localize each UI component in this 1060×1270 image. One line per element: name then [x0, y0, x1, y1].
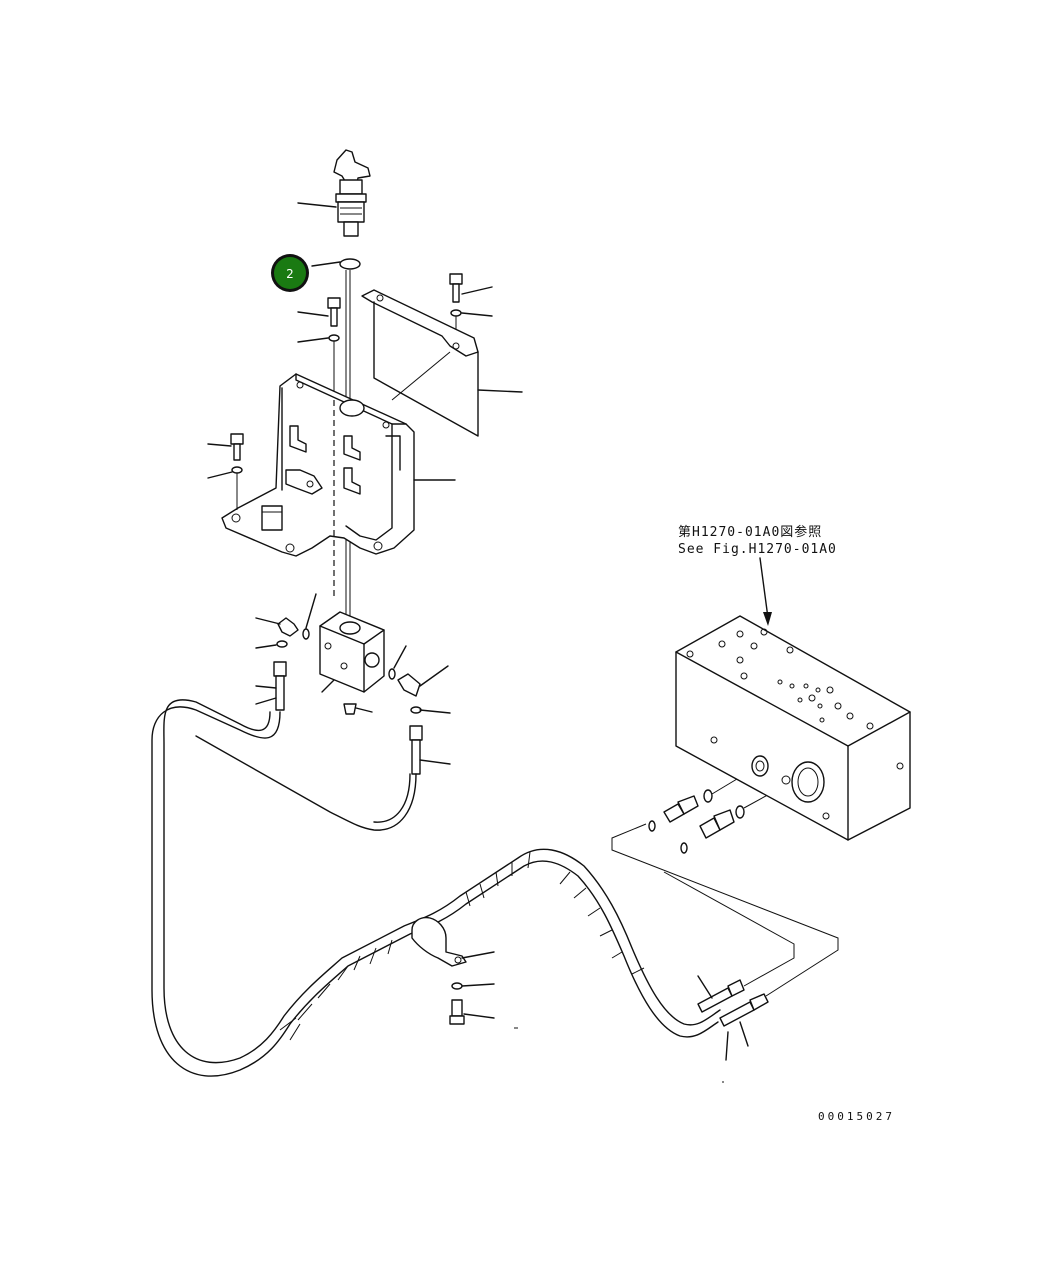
elbow-fitting — [397, 673, 421, 697]
hose-end — [697, 979, 745, 1013]
bolt — [449, 999, 465, 1025]
valve-knob — [333, 149, 371, 237]
bracket-plate — [361, 289, 523, 437]
elbow-fitting — [277, 617, 299, 637]
washer — [231, 466, 243, 474]
bolt — [230, 433, 244, 461]
reference-note: 第H1270-01A0図参照 See Fig.H1270-01A0 — [678, 524, 837, 626]
reference-note-japanese: 第H1270-01A0図参照 — [678, 524, 822, 540]
o-ring — [339, 258, 361, 270]
valve-block — [319, 611, 385, 693]
bolt — [449, 273, 463, 303]
washer — [328, 334, 340, 342]
hose-clamp — [411, 916, 467, 967]
hydraulic-hose — [151, 699, 721, 1077]
hose-end — [719, 993, 769, 1027]
washer — [450, 309, 462, 317]
bolt — [327, 297, 341, 327]
reference-note-english: See Fig.H1270-01A0 — [678, 542, 837, 557]
drawing-code: 00015027 — [818, 1110, 895, 1123]
valve-bracket — [221, 373, 415, 557]
hose-end — [273, 661, 287, 711]
leader-line — [311, 261, 341, 267]
control-valve-manifold — [675, 615, 911, 841]
straight-fitting — [699, 809, 735, 839]
badge-number: 2 — [286, 267, 294, 281]
part-number-badge[interactable]: 2 — [271, 254, 309, 292]
straight-fitting — [663, 795, 699, 823]
hose-end — [409, 725, 423, 775]
washer — [451, 982, 463, 990]
leader-line — [297, 202, 337, 208]
spiral-guard — [279, 851, 645, 1041]
